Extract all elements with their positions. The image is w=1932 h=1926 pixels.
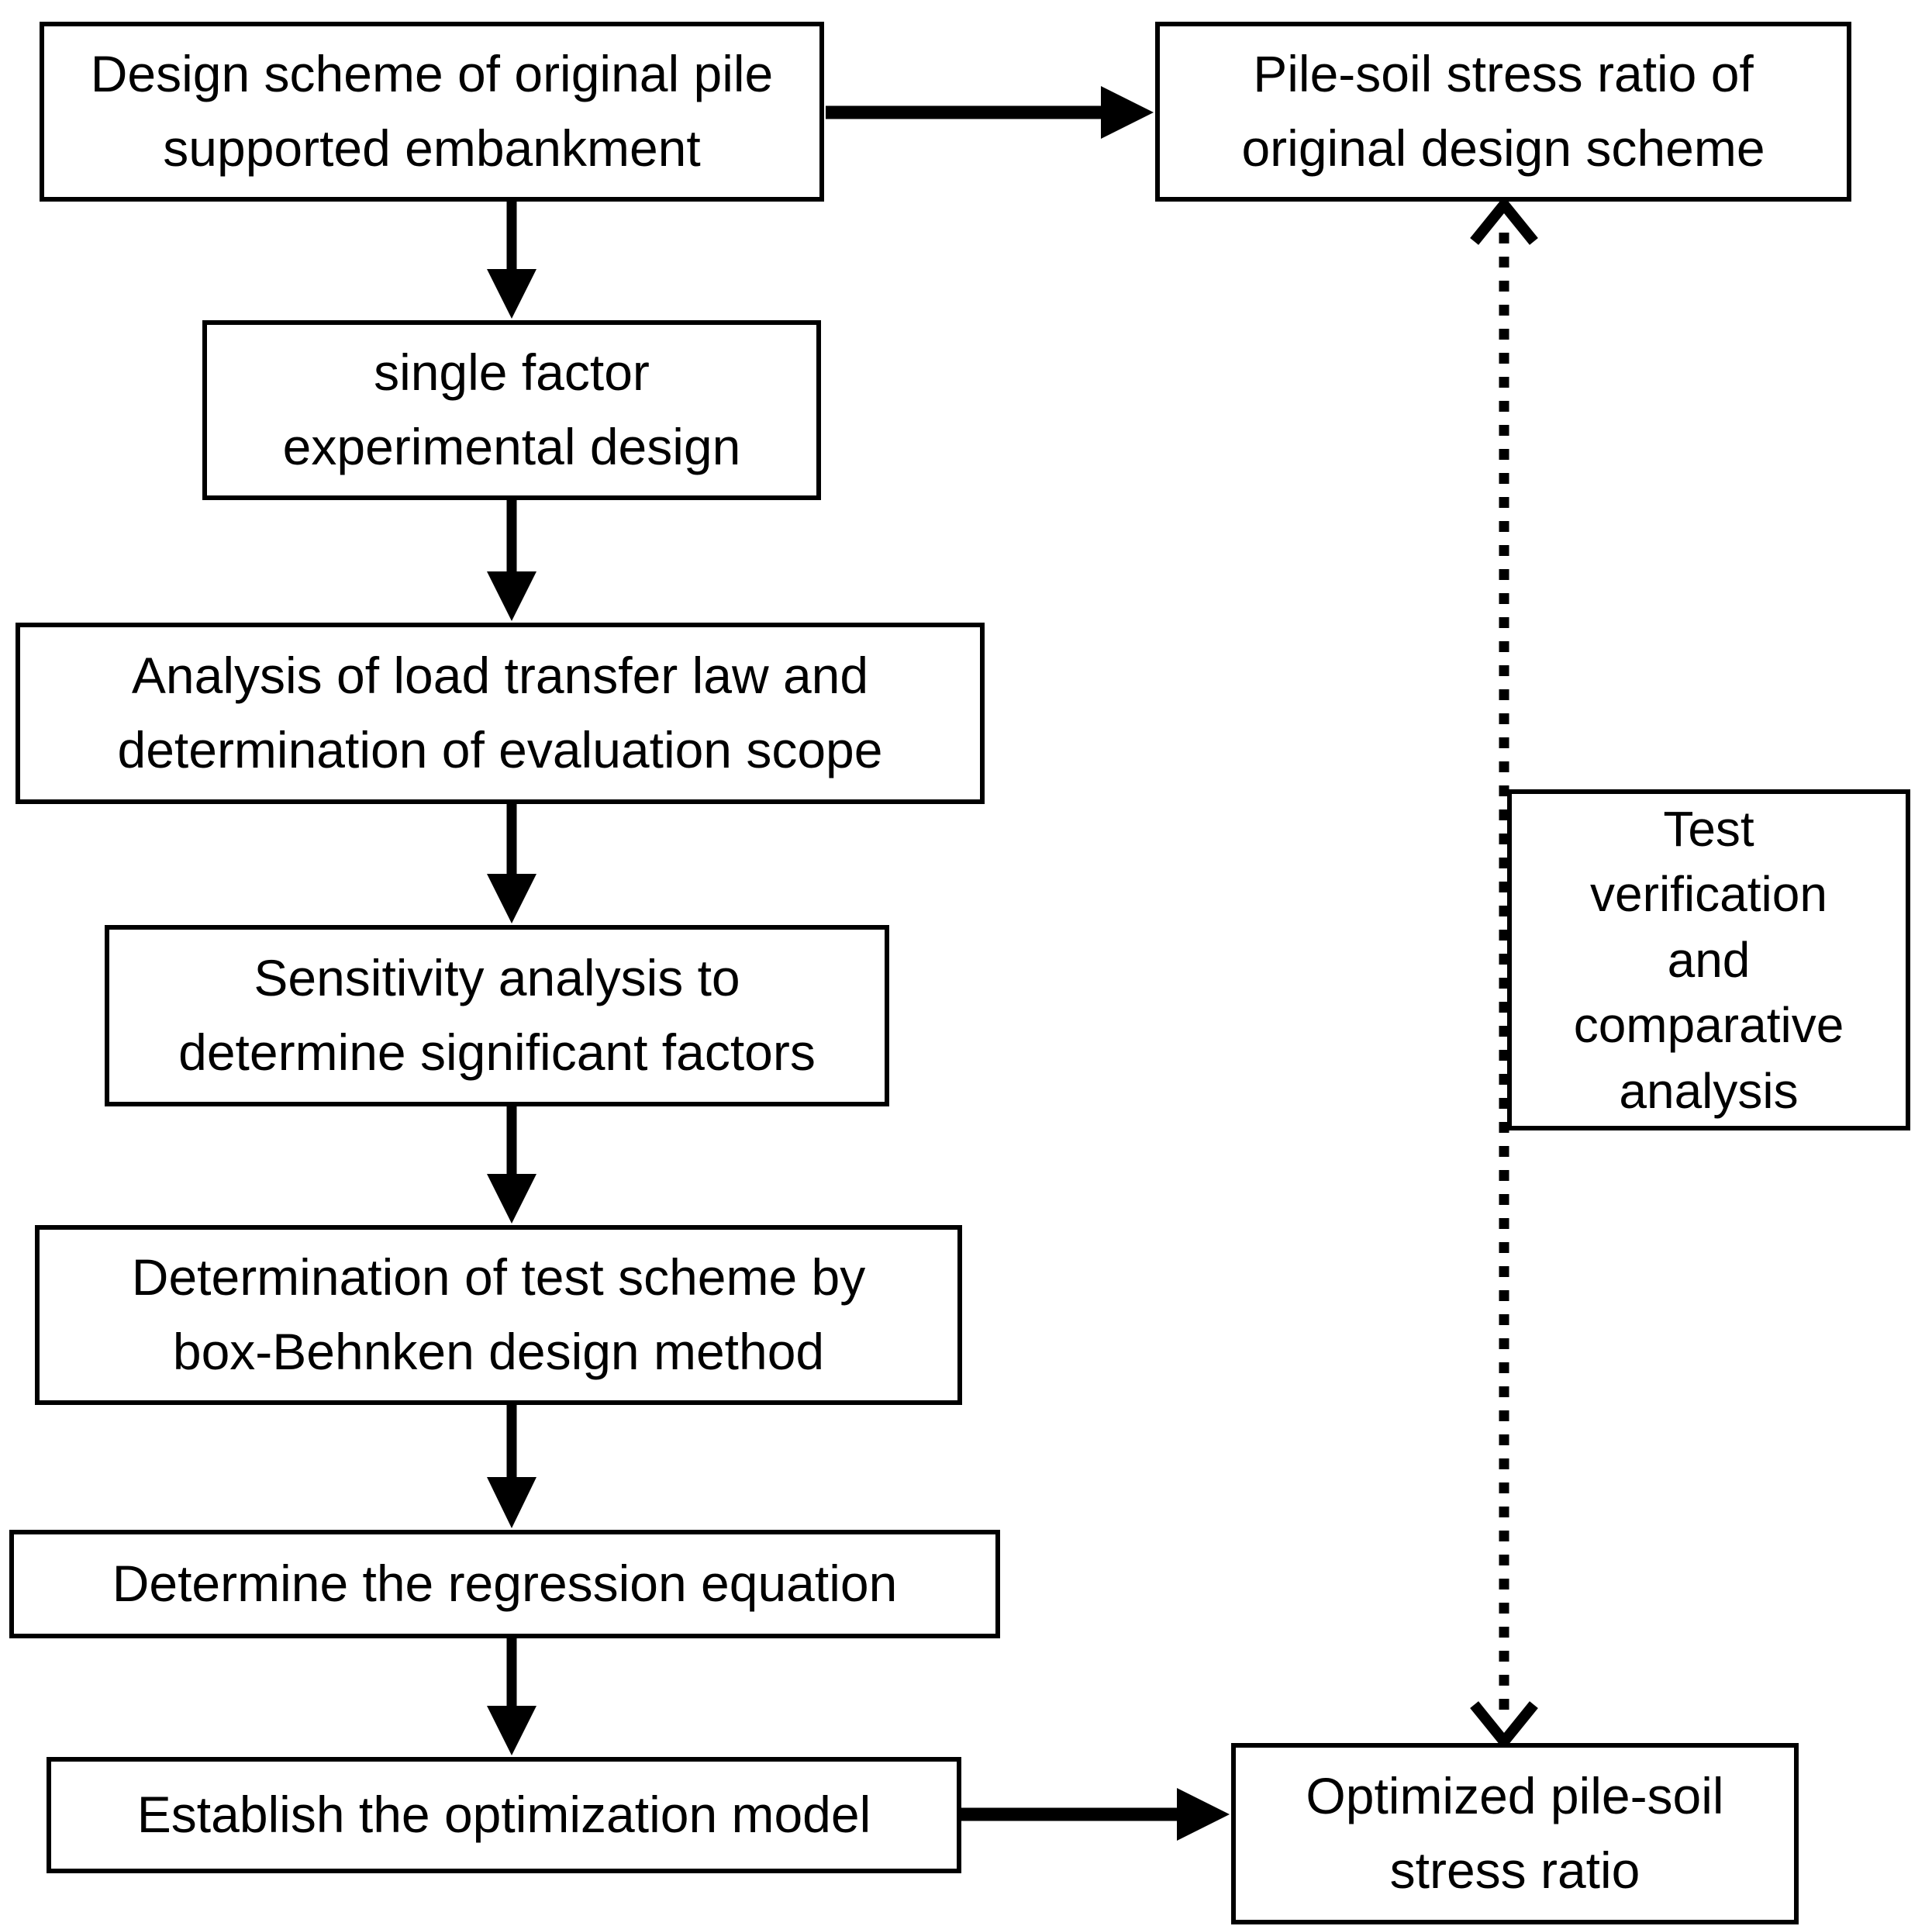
box-load-transfer-analysis: Analysis of load transfer law and determ… <box>16 623 985 804</box>
box-test-verification-line5: analysis <box>1619 1062 1799 1119</box>
arrow-design-to-single-factor <box>487 200 536 319</box>
arrow-single-factor-to-load-transfer <box>487 500 536 621</box>
arrow-regression-to-model <box>487 1638 536 1755</box>
arrow-load-transfer-to-sensitivity <box>487 804 536 923</box>
arrow-sensitivity-to-box-behnken <box>487 1106 536 1224</box>
box-load-transfer-line1: Analysis of load transfer law and <box>131 647 869 705</box>
box-optimization-model: Establish the optimization model <box>47 1757 961 1873</box>
box-pile-soil-original-line1: Pile-soil stress ratio of <box>1253 45 1754 103</box>
box-pile-soil-original-line2: original design scheme <box>1241 119 1765 177</box>
box-regression-line1: Determine the regression equation <box>112 1555 898 1613</box>
box-test-verification-line3: and <box>1667 931 1751 988</box>
arrow-model-to-optimized-ratio <box>961 1788 1230 1841</box>
box-design-scheme-line1: Design scheme of original pile <box>90 45 774 103</box>
box-box-behnken-line2: box-Behnken design method <box>172 1323 825 1380</box>
arrow-design-to-original-ratio <box>826 86 1154 139</box>
box-sensitivity-line1: Sensitivity analysis to <box>254 949 740 1007</box>
box-optimization-model-line1: Establish the optimization model <box>136 1786 871 1844</box>
box-regression-equation: Determine the regression equation <box>9 1530 1000 1638</box>
box-test-verification-line1: Test <box>1663 800 1754 857</box>
box-sensitivity-analysis: Sensitivity analysis to determine signif… <box>105 925 889 1106</box>
box-optimized-pile-soil-ratio: Optimized pile-soil stress ratio <box>1231 1743 1799 1924</box>
box-single-factor-line1: single factor <box>374 343 650 402</box>
arrow-box-behnken-to-regression <box>487 1405 536 1528</box>
box-design-scheme: Design scheme of original pile supported… <box>40 22 824 202</box>
box-optimized-ratio-line2: stress ratio <box>1389 1841 1640 1899</box>
box-single-factor-design: single factor experimental design <box>202 320 821 500</box>
box-single-factor-line2: experimental design <box>282 418 741 475</box>
box-pile-soil-ratio-original: Pile-soil stress ratio of original desig… <box>1155 22 1851 202</box>
box-sensitivity-line2: determine significant factors <box>178 1023 816 1081</box>
box-optimized-ratio-line1: Optimized pile-soil <box>1306 1767 1724 1825</box>
box-load-transfer-line2: determination of evaluation scope <box>117 721 883 778</box>
box-test-verification: Test verification and comparative analys… <box>1507 789 1910 1130</box>
box-test-verification-line4: comparative <box>1573 997 1844 1054</box>
box-design-scheme-line2: supported embankment <box>163 119 701 177</box>
box-test-verification-line2: verification <box>1590 866 1827 923</box>
dotted-double-arrow-verification <box>1470 195 1538 1751</box>
box-box-behnken-line1: Determination of test scheme by <box>131 1248 866 1306</box>
box-box-behnken-design: Determination of test scheme by box-Behn… <box>35 1225 962 1405</box>
